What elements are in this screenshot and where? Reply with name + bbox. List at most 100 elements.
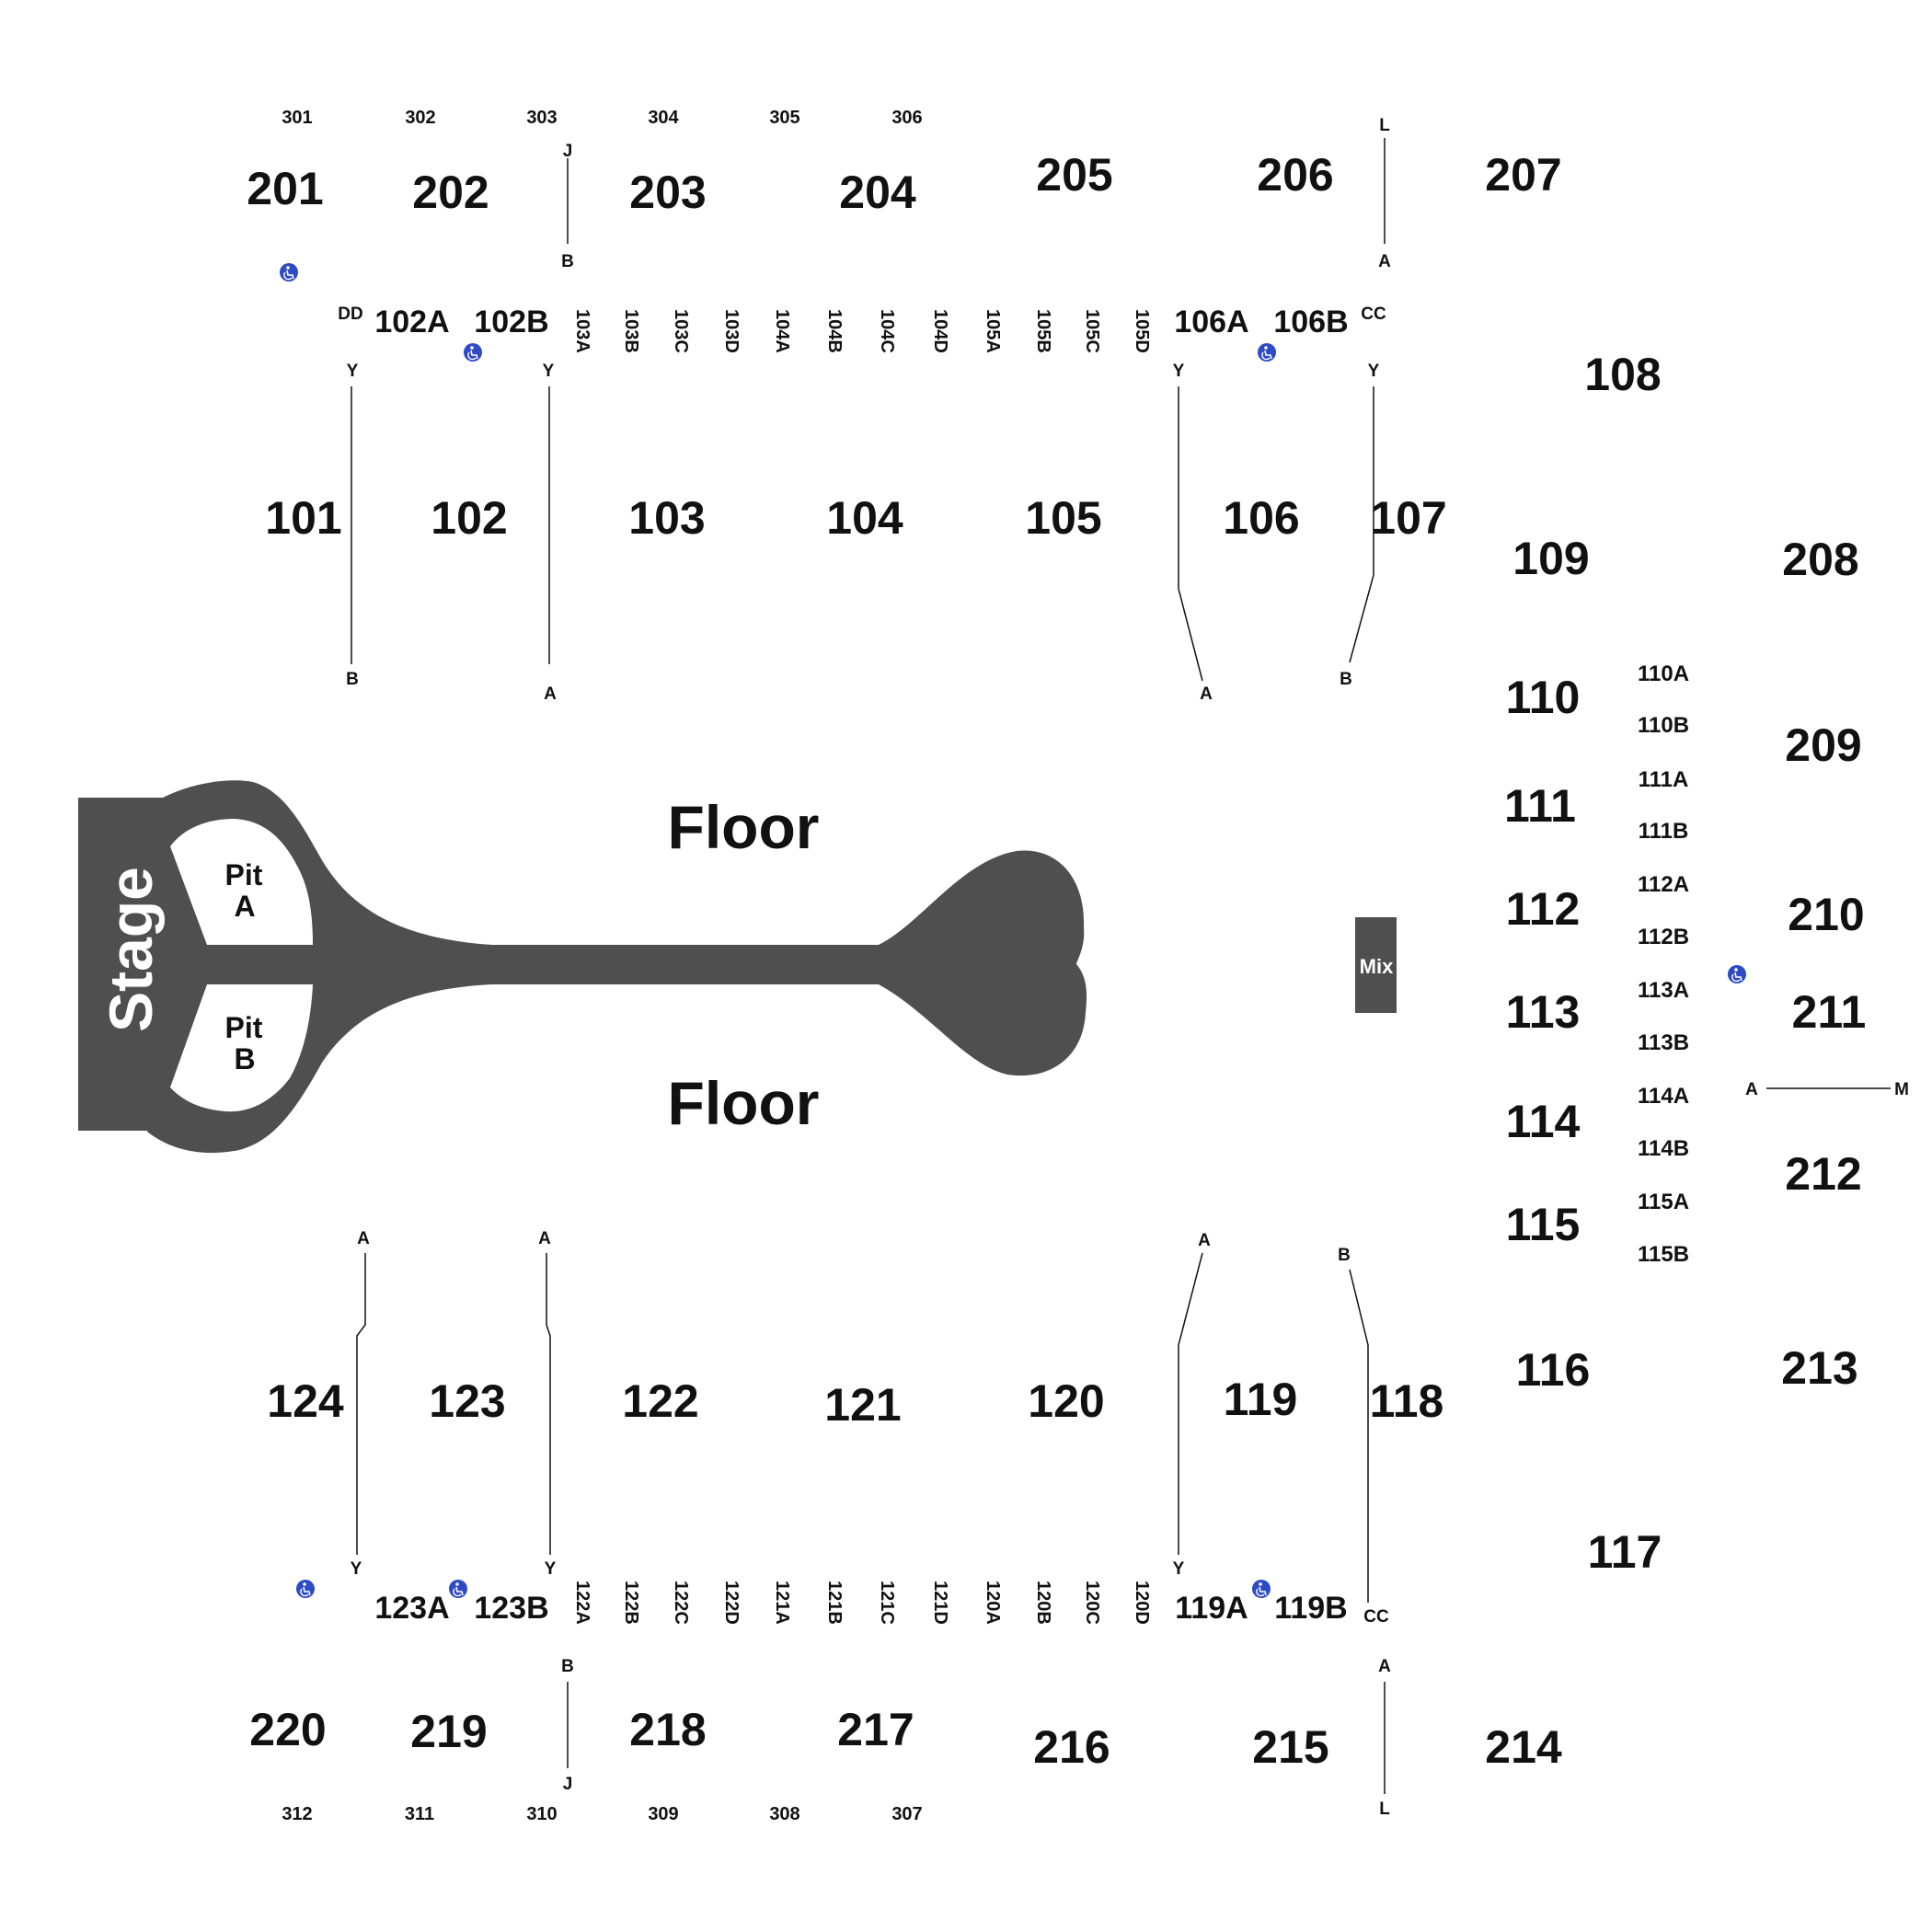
subsection-label[interactable]: 103C xyxy=(671,309,691,353)
subsection-label[interactable]: 121D xyxy=(930,1581,950,1625)
subsection-label[interactable]: 102A xyxy=(374,305,449,339)
section-100-label[interactable]: 122 xyxy=(622,1375,698,1427)
subsection-label[interactable]: 106B xyxy=(1273,305,1348,339)
section-200-label[interactable]: 211 xyxy=(1792,986,1867,1038)
section-100-label[interactable]: 104 xyxy=(826,492,903,544)
section-100-label[interactable]: 110 xyxy=(1506,672,1581,723)
subsection-label[interactable]: 104A xyxy=(772,309,792,353)
section-100-label[interactable]: 116 xyxy=(1516,1344,1591,1396)
section-300-label[interactable]: 305 xyxy=(769,108,799,128)
section-100-label[interactable]: 117 xyxy=(1588,1526,1662,1578)
section-300-label[interactable]: 308 xyxy=(769,1804,799,1824)
section-100-label[interactable]: 109 xyxy=(1512,533,1589,584)
subsection-label[interactable]: 119A xyxy=(1175,1591,1248,1626)
subsection-label[interactable]: 120A xyxy=(983,1581,1003,1625)
section-100-label[interactable]: 118 xyxy=(1370,1375,1444,1427)
subsection-label[interactable]: 114A xyxy=(1638,1084,1689,1109)
section-100-label[interactable]: 114 xyxy=(1506,1096,1581,1147)
subsection-label[interactable]: 105C xyxy=(1082,309,1102,353)
section-300-label[interactable]: 310 xyxy=(526,1804,557,1824)
section-300-label[interactable]: 302 xyxy=(405,108,435,128)
subsection-label[interactable]: 121C xyxy=(877,1581,897,1625)
subsection-label[interactable]: 103D xyxy=(721,309,742,353)
floor-bottom-label[interactable]: Floor xyxy=(668,1069,820,1137)
subsection-label[interactable]: 120B xyxy=(1033,1581,1053,1625)
section-100-label[interactable]: 103 xyxy=(628,492,705,544)
subsection-label[interactable]: 121A xyxy=(772,1581,792,1625)
section-100-label[interactable]: 113 xyxy=(1506,986,1581,1038)
section-200-label[interactable]: 213 xyxy=(1781,1342,1857,1394)
subsection-label[interactable]: 115B xyxy=(1638,1242,1689,1267)
subsection-label[interactable]: 112B xyxy=(1638,925,1689,949)
section-100-label[interactable]: 102 xyxy=(431,492,507,544)
subsection-label[interactable]: 121B xyxy=(824,1581,845,1625)
section-200-label[interactable]: 212 xyxy=(1785,1148,1861,1200)
subsection-label[interactable]: 104D xyxy=(930,309,950,353)
subsection-label[interactable]: 106A xyxy=(1174,305,1248,339)
subsection-label[interactable]: 113B xyxy=(1638,1030,1689,1055)
subsection-label[interactable]: 120C xyxy=(1082,1581,1102,1625)
section-200-label[interactable]: 207 xyxy=(1485,149,1561,201)
section-100-label[interactable]: 121 xyxy=(824,1379,901,1431)
section-100-label[interactable]: 105 xyxy=(1025,492,1101,544)
section-200-label[interactable]: 204 xyxy=(839,167,916,218)
section-100-label[interactable]: 111 xyxy=(1504,780,1576,832)
section-200-label[interactable]: 218 xyxy=(629,1704,706,1755)
subsection-label[interactable]: 104C xyxy=(877,309,897,353)
section-300-label[interactable]: 311 xyxy=(405,1804,434,1824)
section-100-label[interactable]: 123 xyxy=(429,1375,505,1427)
subsection-label[interactable]: 122A xyxy=(572,1581,592,1625)
section-100-label[interactable]: 112 xyxy=(1506,883,1581,935)
section-300-label[interactable]: 304 xyxy=(648,108,679,128)
section-200-label[interactable]: 217 xyxy=(837,1704,914,1755)
section-200-label[interactable]: 202 xyxy=(412,167,489,218)
section-200-label[interactable]: 209 xyxy=(1785,719,1861,771)
subsection-label[interactable]: 120D xyxy=(1132,1581,1152,1625)
subsection-label[interactable]: 104B xyxy=(824,309,845,353)
subsection-label[interactable]: 111B xyxy=(1639,819,1689,844)
subsection-label[interactable]: 123B xyxy=(474,1591,548,1626)
section-100-label[interactable]: 107 xyxy=(1370,492,1446,544)
subsection-label[interactable]: 103B xyxy=(621,309,641,353)
section-200-label[interactable]: 208 xyxy=(1782,534,1858,585)
section-200-label[interactable]: 206 xyxy=(1257,149,1333,201)
section-200-label[interactable]: 210 xyxy=(1788,889,1864,940)
section-300-label[interactable]: 307 xyxy=(891,1804,922,1824)
subsection-label[interactable]: 103A xyxy=(572,309,592,353)
subsection-label[interactable]: 102B xyxy=(474,305,548,339)
subsection-label[interactable]: 114B xyxy=(1638,1136,1689,1161)
subsection-label[interactable]: 105A xyxy=(983,309,1003,353)
section-200-label[interactable]: 214 xyxy=(1485,1721,1562,1773)
section-100-label[interactable]: 106 xyxy=(1223,492,1299,544)
section-300-label[interactable]: 306 xyxy=(891,108,922,128)
subsection-label[interactable]: 119B xyxy=(1274,1591,1347,1626)
section-100-label[interactable]: 101 xyxy=(265,492,341,544)
section-200-label[interactable]: 201 xyxy=(247,163,323,214)
subsection-label[interactable]: 112A xyxy=(1638,872,1689,897)
pit-a-area[interactable] xyxy=(170,819,313,945)
section-100-label[interactable]: 119 xyxy=(1224,1374,1298,1425)
section-100-label[interactable]: 120 xyxy=(1028,1375,1104,1427)
section-100-label[interactable]: 115 xyxy=(1506,1199,1581,1250)
section-200-label[interactable]: 220 xyxy=(249,1704,326,1755)
subsection-label[interactable]: 105B xyxy=(1033,309,1053,353)
section-200-label[interactable]: 203 xyxy=(629,167,706,218)
subsection-label[interactable]: 115A xyxy=(1638,1190,1689,1214)
section-300-label[interactable]: 303 xyxy=(526,108,557,128)
subsection-label[interactable]: 110A xyxy=(1638,661,1689,686)
floor-top-label[interactable]: Floor xyxy=(668,793,820,861)
subsection-label[interactable]: 113A xyxy=(1638,978,1689,1003)
subsection-label[interactable]: 122B xyxy=(621,1581,641,1625)
section-200-label[interactable]: 219 xyxy=(410,1706,487,1757)
section-300-label[interactable]: 301 xyxy=(282,108,312,128)
subsection-label[interactable]: 110B xyxy=(1638,713,1689,738)
section-100-label[interactable]: 108 xyxy=(1584,349,1661,400)
subsection-label[interactable]: 111A xyxy=(1639,767,1689,792)
section-200-label[interactable]: 215 xyxy=(1252,1721,1328,1773)
section-200-label[interactable]: 205 xyxy=(1036,149,1112,201)
section-200-label[interactable]: 216 xyxy=(1033,1721,1110,1773)
section-300-label[interactable]: 312 xyxy=(282,1804,312,1824)
pit-b-area[interactable] xyxy=(170,984,313,1112)
section-100-label[interactable]: 124 xyxy=(267,1375,344,1427)
subsection-label[interactable]: 123A xyxy=(374,1591,449,1626)
